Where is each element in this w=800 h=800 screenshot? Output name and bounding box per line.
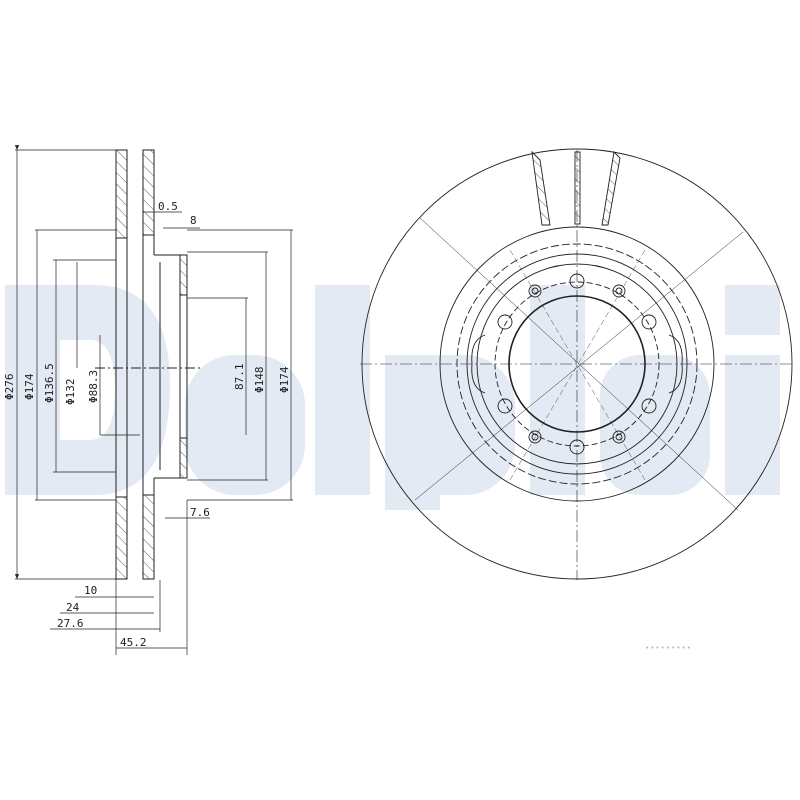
dim-10: 10: [84, 584, 97, 597]
dim-diameter-174-right: Φ174: [278, 366, 291, 393]
front-view: [360, 148, 795, 580]
dim-diameter-148: Φ148: [253, 367, 266, 394]
dim-24: 24: [66, 601, 80, 614]
dim-45-2: 45.2: [120, 636, 147, 649]
cross-section-view: [95, 149, 200, 580]
dim-diameter-136-5: Φ136.5: [43, 363, 56, 403]
dim-87-1: 87.1: [233, 364, 246, 391]
dim-diameter-276: Φ276: [3, 374, 16, 401]
dimension-labels: Φ276 Φ174 Φ136.5 Φ132 Φ88.3 87.1 Φ148 Φ1…: [3, 200, 291, 649]
dim-diameter-174-left: Φ174: [23, 373, 36, 400]
dim-diameter-132: Φ132: [64, 379, 77, 406]
dimension-lines: [14, 145, 293, 655]
dim-8: 8: [190, 214, 197, 227]
dim-0-5: 0.5: [158, 200, 178, 213]
delphi-watermark-logo: [5, 285, 780, 510]
dim-7-6: 7.6: [190, 506, 210, 519]
dim-27-6: 27.6: [57, 617, 84, 630]
part-number: •••••••••: [645, 644, 692, 652]
dim-diameter-88-3: Φ88.3: [87, 370, 100, 403]
